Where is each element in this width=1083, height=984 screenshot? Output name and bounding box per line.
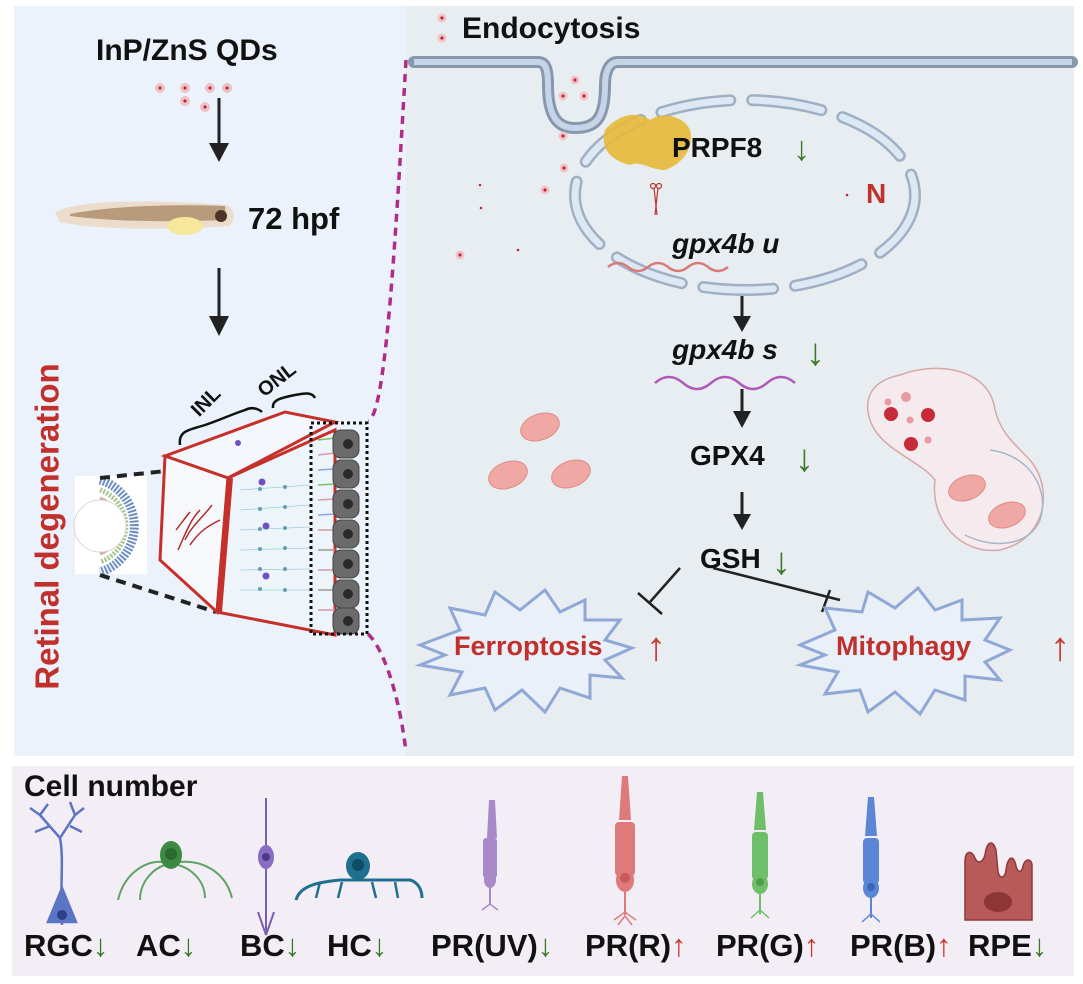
cell-label-hc: HC↓ <box>327 928 388 963</box>
pathway-node-gpx4: GPX4 <box>690 440 765 471</box>
cell-label-pr-b: PR(B)↑ <box>850 928 952 963</box>
gsh-down-arrow-icon: ↓ <box>772 541 791 583</box>
pathway-node-prpf8: PRPF8 <box>672 132 763 163</box>
mitophagy-up-arrow-icon: ↑ <box>1050 625 1070 669</box>
pathway-node-gsh: GSH <box>700 543 761 574</box>
cell-label-pr-g: PR(G)↑ <box>716 928 820 963</box>
ferroptosis-up-arrow-icon: ↑ <box>646 625 666 669</box>
gpx4b-s-down-arrow-icon: ↓ <box>806 332 825 374</box>
mitochondria-icon <box>488 412 591 490</box>
pr-r-cell-icon <box>613 776 637 926</box>
retina-layers-block-icon <box>158 410 369 637</box>
pr-uv-cell-icon <box>481 800 499 911</box>
cell-label-rpe: RPE↓ <box>968 928 1048 963</box>
ferroptosis-starburst <box>414 587 637 715</box>
ac-cell-icon <box>117 841 233 901</box>
prpf8-protein-icon <box>603 114 691 170</box>
cell-label-rgc: RGC↓ <box>24 928 109 963</box>
scissors-icon <box>649 182 663 216</box>
stage-label: 72 hpf <box>248 201 340 236</box>
pr-b-up-arrow-icon: ↑ <box>936 928 952 963</box>
rpe-cell-icon <box>964 842 1033 921</box>
cell-label-bc: BC↓ <box>240 928 301 963</box>
pathway-node-gpx4b-s: gpx4b s <box>672 334 778 365</box>
prpf8-down-arrow-icon: ↓ <box>793 130 810 168</box>
bc-down-arrow-icon: ↓ <box>284 928 301 963</box>
pr-b-cell-icon <box>861 797 881 923</box>
hc-cell-icon <box>294 852 424 901</box>
quantum-dots-icon <box>155 83 232 112</box>
flow-arrow-1 <box>209 98 229 162</box>
cell-label-pr-uv: PR(UV)↓ <box>431 928 554 963</box>
pr-g-cell-icon <box>750 792 770 919</box>
pr-g-up-arrow-icon: ↑ <box>803 928 820 963</box>
treatment-label: InP/ZnS QDs <box>96 34 278 67</box>
outcome-ferroptosis: Ferroptosis <box>454 631 603 661</box>
mitophagy-starburst <box>794 585 1014 717</box>
rpe-down-arrow-icon: ↓ <box>1031 928 1048 963</box>
eye-cross-section-icon <box>73 475 147 577</box>
outcome-mitophagy: Mitophagy <box>836 631 971 661</box>
gpx4-down-arrow-icon: ↓ <box>795 438 814 480</box>
hc-down-arrow-icon: ↓ <box>371 928 388 963</box>
pr-uv-down-arrow-icon: ↓ <box>537 928 554 963</box>
ac-down-arrow-icon: ↓ <box>180 928 197 963</box>
flow-arrow-2 <box>209 268 229 336</box>
cell-membrane <box>408 56 1078 135</box>
cell-label-pr-r: PR(R)↑ <box>585 928 687 963</box>
zebrafish-larva-icon <box>55 201 234 235</box>
bc-cell-icon <box>257 798 275 936</box>
endocytosis-label: Endocytosis <box>462 12 641 45</box>
nucleus-label: N <box>866 178 887 209</box>
pr-r-up-arrow-icon: ↑ <box>671 928 687 963</box>
qd-legend-icon <box>437 13 447 43</box>
cell-number-title: Cell number <box>24 770 198 803</box>
inhibition-lines <box>637 566 841 615</box>
rgc-cell-icon <box>29 801 85 926</box>
autolysosome-icon <box>866 367 1045 552</box>
pathway-arrows <box>733 296 751 530</box>
cell-label-ac: AC↓ <box>136 928 197 963</box>
pathway-node-gpx4b-u: gpx4b u <box>672 228 780 259</box>
rgc-down-arrow-icon: ↓ <box>92 928 109 963</box>
